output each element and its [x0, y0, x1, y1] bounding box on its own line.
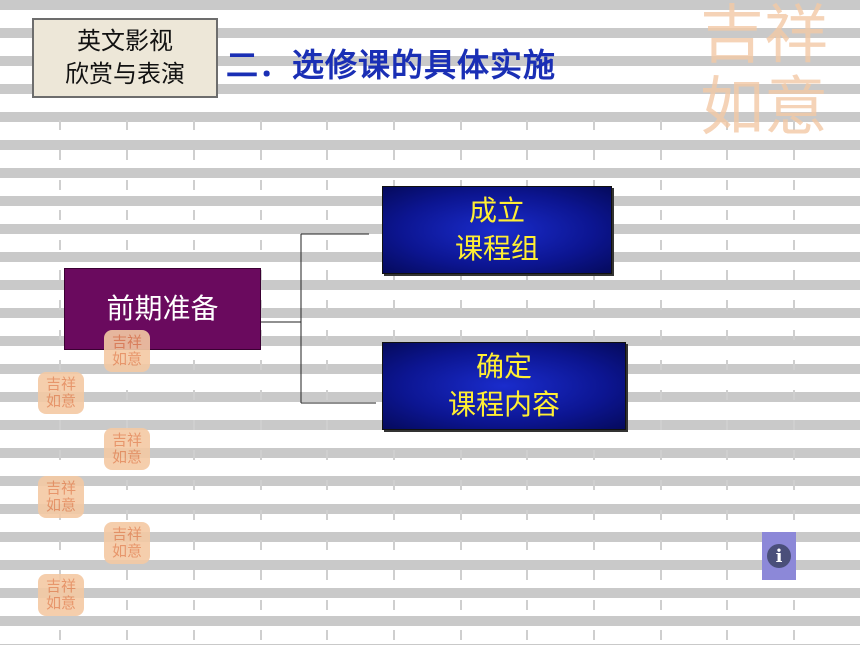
- info-button[interactable]: i: [762, 532, 796, 580]
- seal-stamp: 吉祥如意: [104, 522, 150, 564]
- child-node-1-line1: 成立: [468, 194, 525, 227]
- root-node-label: 前期准备: [106, 292, 219, 325]
- course-tag-line1: 英文影视: [77, 27, 173, 55]
- root-node: 前期准备: [64, 268, 261, 350]
- course-tag: 英文影视 欣赏与表演: [32, 18, 218, 98]
- course-tag-line2: 欣赏与表演: [65, 60, 185, 88]
- seal-stamp: 吉祥如意: [38, 574, 84, 616]
- child-node-2-line2: 课程内容: [447, 388, 560, 421]
- seal-stamp: 吉祥如意: [38, 372, 84, 414]
- child-node-2: 确定 课程内容: [382, 342, 626, 430]
- seal-stamp: 吉祥如意: [104, 330, 150, 372]
- child-node-1-line2: 课程组: [454, 232, 539, 265]
- seal-stamp: 吉祥如意: [38, 476, 84, 518]
- seal-stamp: 吉祥如意: [104, 428, 150, 470]
- seal-watermark-large: 吉祥如意: [700, 0, 828, 145]
- child-node-2-line1: 确定: [475, 350, 532, 383]
- slide-title: 二．选修课的具体实施: [226, 46, 557, 84]
- info-icon: i: [767, 544, 791, 568]
- child-node-1: 成立 课程组: [382, 186, 612, 274]
